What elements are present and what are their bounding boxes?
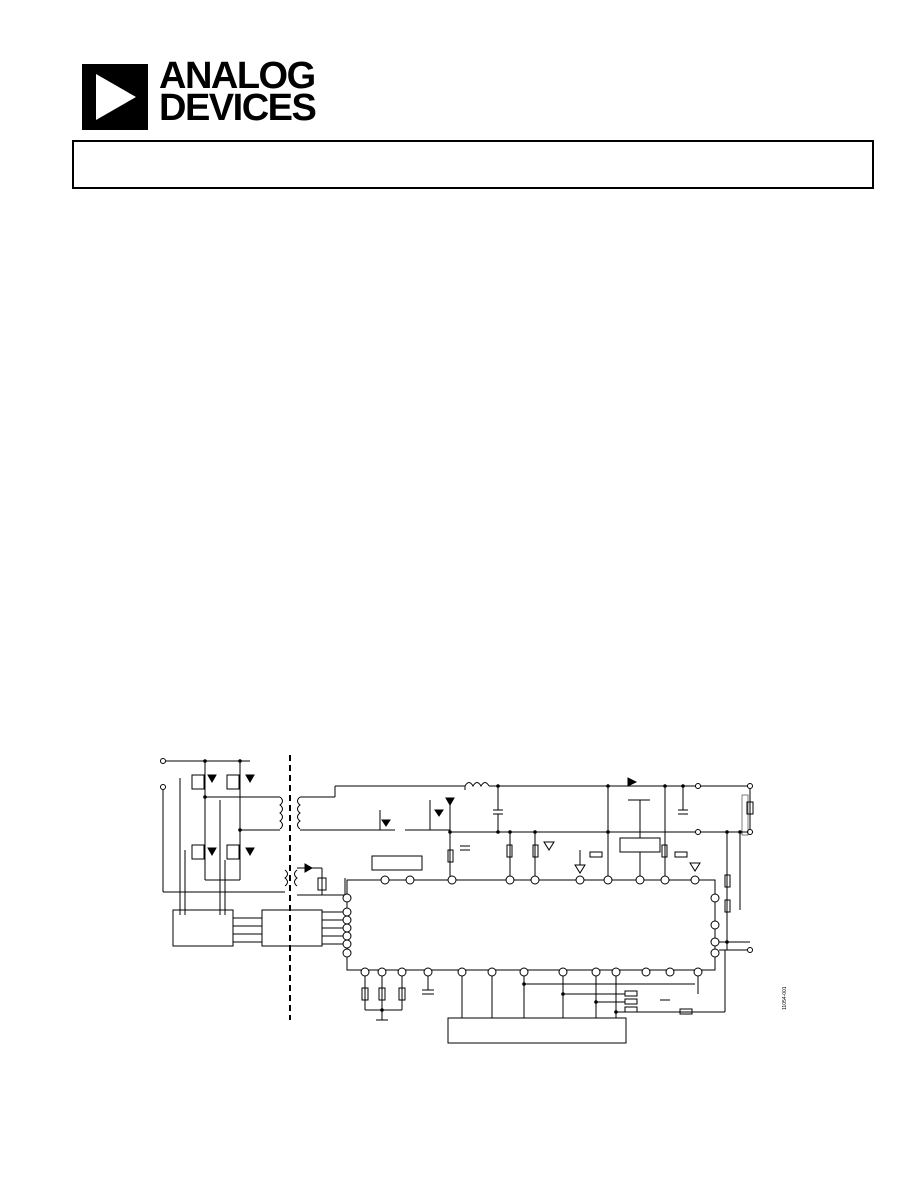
secondary-rectifiers <box>371 786 466 871</box>
output-switch <box>619 777 701 880</box>
logo-wordmark: ANALOG DEVICES <box>159 55 317 129</box>
triangle-play-icon <box>82 64 148 130</box>
power-transformer <box>279 785 465 831</box>
output-connectors <box>695 783 754 950</box>
application-schematic <box>160 755 754 1044</box>
host-interface-box <box>447 1017 627 1044</box>
input-terminals <box>160 758 285 893</box>
primary-full-bridge <box>179 761 280 915</box>
figure-code: 11054-001 <box>782 986 788 1010</box>
junction-dots <box>203 759 742 1014</box>
output-filter <box>445 782 750 880</box>
output-sense-lines <box>719 941 753 953</box>
analog-devices-logo: ANALOG DEVICES <box>82 57 322 132</box>
bottom-components <box>361 950 726 1021</box>
isolator-blocks <box>172 909 344 947</box>
auxiliary-supply <box>284 863 346 896</box>
logo-line-devices: DEVICES <box>159 87 317 129</box>
logo-line-analog: ANALOG <box>159 55 316 97</box>
sense-network <box>506 786 609 880</box>
title-box <box>72 140 874 189</box>
controller-ic <box>342 875 720 977</box>
